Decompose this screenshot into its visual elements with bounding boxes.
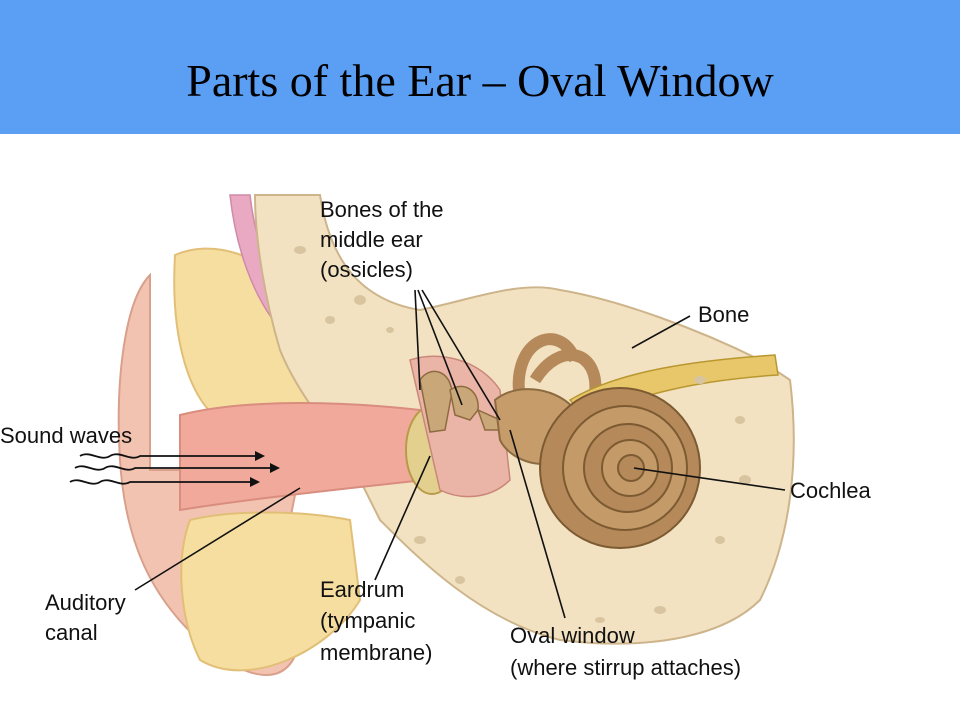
ossicles-line-3: (ossicles): [320, 257, 413, 282]
semicircular-canals: [512, 333, 602, 401]
label-ossicles: Bones of the middle ear (ossicles): [320, 197, 450, 282]
label-cochlea: Cochlea: [790, 478, 871, 503]
cochlea-shape: [539, 387, 701, 549]
auditory-canal-line-1: Auditory: [45, 590, 126, 615]
ear-diagram: Bones of the middle ear (ossicles) Bone …: [0, 194, 871, 680]
label-bone: Bone: [698, 302, 749, 327]
oval-window-line-2: (where stirrup attaches): [510, 655, 741, 680]
bone-texture: [294, 246, 751, 623]
page-title: Parts of the Ear – Oval Window: [186, 55, 774, 106]
sound-wave-arrows: [69, 453, 270, 485]
auditory-canal-line-2: canal: [45, 620, 98, 645]
oval-window-line-1: Oval window: [510, 623, 635, 648]
ossicles-line-1: Bones of the: [320, 197, 444, 222]
label-eardrum: Eardrum (tympanic membrane): [320, 577, 432, 665]
arrowheads: [250, 451, 280, 487]
eardrum-line-2: (tympanic: [320, 608, 415, 633]
label-sound-waves: Sound waves: [0, 423, 132, 448]
ossicles-shape: [419, 370, 507, 433]
ossicles-line-2: middle ear: [320, 227, 423, 252]
eardrum-line-1: Eardrum: [320, 577, 404, 602]
leader-lines: [134, 289, 786, 619]
fat-tissue-lower: [180, 511, 362, 672]
eardrum-line-3: membrane): [320, 640, 432, 665]
label-oval-window: Oval window (where stirrup attaches): [510, 623, 741, 680]
label-auditory-canal: Auditory canal: [45, 590, 132, 645]
title-bar: Parts of the Ear – Oval Window: [0, 0, 960, 134]
